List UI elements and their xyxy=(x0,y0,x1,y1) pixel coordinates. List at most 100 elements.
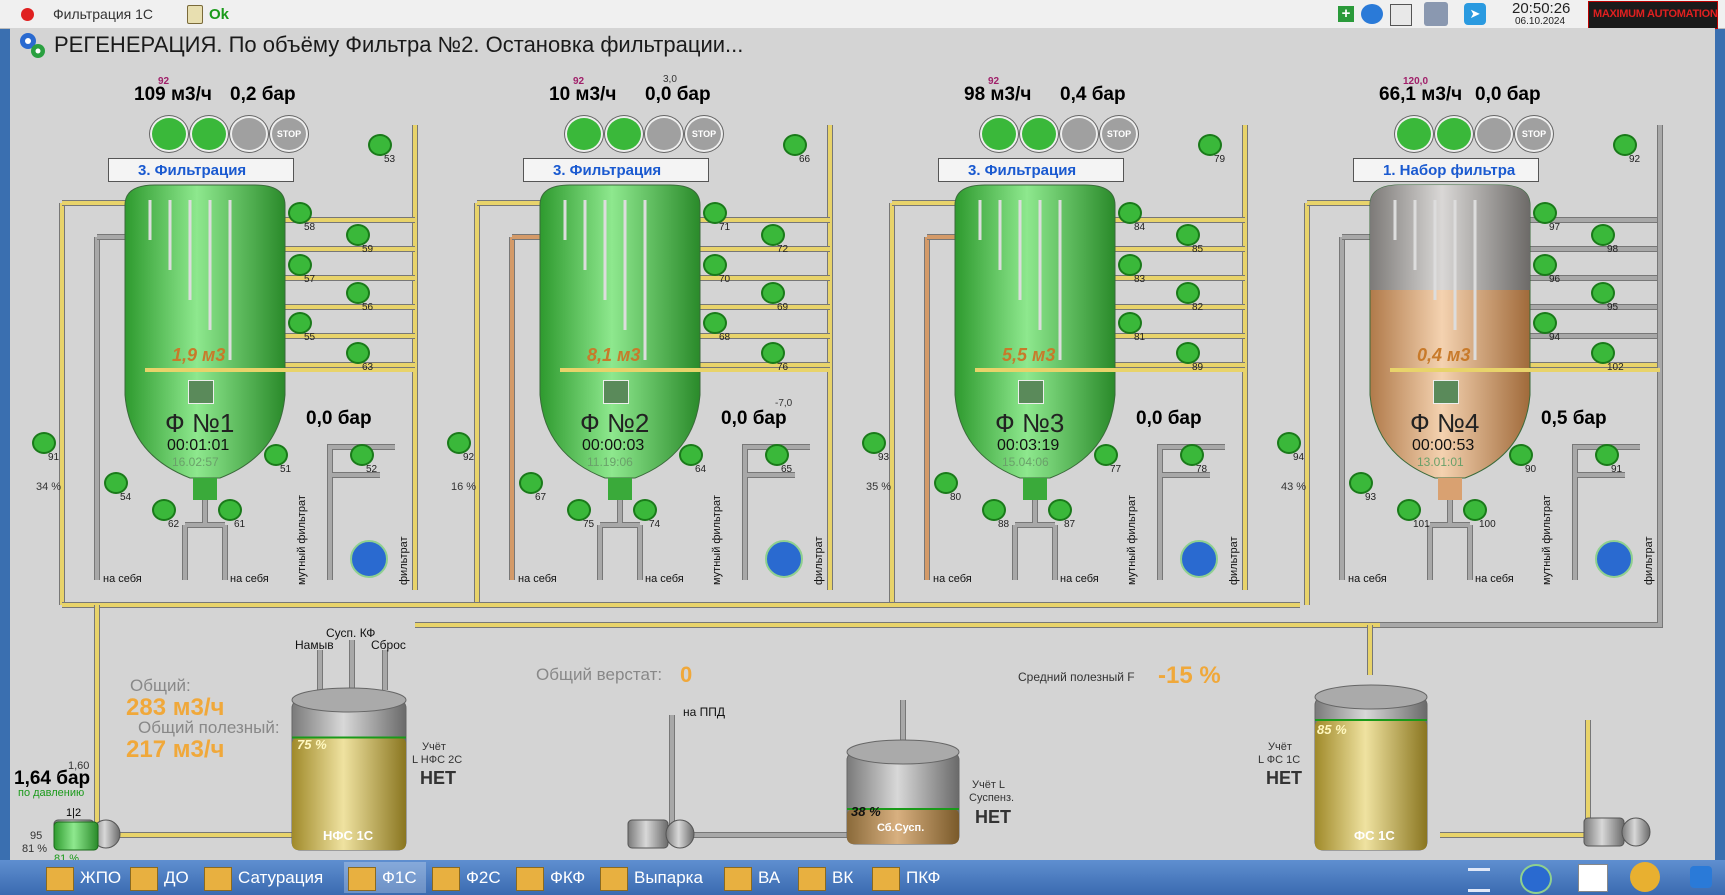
network-tray-icon[interactable] xyxy=(1690,866,1712,888)
valve-actuator-icon[interactable] xyxy=(346,224,370,246)
filter-settings-gear-icon[interactable] xyxy=(765,540,803,578)
valve-actuator-icon[interactable] xyxy=(1397,499,1421,521)
video-icon[interactable] xyxy=(1018,380,1044,404)
taskbar-item-3[interactable]: Сатурация xyxy=(200,862,342,893)
valve-actuator-icon[interactable] xyxy=(152,499,176,521)
valve-actuator-icon[interactable] xyxy=(1591,282,1615,304)
valve-actuator-icon[interactable] xyxy=(264,444,288,466)
valve-actuator-icon[interactable] xyxy=(1349,472,1373,494)
video-icon[interactable] xyxy=(1433,380,1459,404)
cooling-icon[interactable] xyxy=(605,116,643,152)
gauge-icon[interactable] xyxy=(1475,116,1513,152)
filter-settings-gear-icon[interactable] xyxy=(350,540,388,578)
valve-actuator-icon[interactable] xyxy=(703,312,727,334)
valve-actuator-icon[interactable] xyxy=(447,432,471,454)
valve-actuator-icon[interactable] xyxy=(783,134,807,156)
timer-icon[interactable] xyxy=(150,116,188,152)
stop-icon[interactable]: STOP xyxy=(1515,116,1553,152)
valve-actuator-icon[interactable] xyxy=(1176,282,1200,304)
user-icon[interactable] xyxy=(1424,2,1448,26)
cooling-icon[interactable] xyxy=(1020,116,1058,152)
valve-actuator-icon[interactable] xyxy=(1591,224,1615,246)
valve-actuator-icon[interactable] xyxy=(288,254,312,276)
valve-actuator-icon[interactable] xyxy=(1463,499,1487,521)
gauge-icon[interactable] xyxy=(1060,116,1098,152)
app-title: Фильтрация 1С xyxy=(53,6,154,22)
valve-actuator-icon[interactable] xyxy=(1613,134,1637,156)
valve-actuator-icon[interactable] xyxy=(1595,444,1619,466)
valve-actuator-icon[interactable] xyxy=(1198,134,1222,156)
taskbar-item-2[interactable]: ДО xyxy=(126,862,198,893)
valve-actuator-icon[interactable] xyxy=(765,444,789,466)
valve-actuator-icon[interactable] xyxy=(982,499,1006,521)
valve-actuator-icon[interactable] xyxy=(32,432,56,454)
add-icon[interactable]: + xyxy=(1338,6,1354,22)
taskbar-item-5[interactable]: Ф2С xyxy=(428,862,510,893)
chat-icon[interactable] xyxy=(1361,4,1383,24)
taskbar-item-8[interactable]: ВА xyxy=(720,862,792,893)
filter-settings-gear-icon[interactable] xyxy=(1180,540,1218,578)
gauge-icon[interactable] xyxy=(645,116,683,152)
valve-actuator-icon[interactable] xyxy=(761,224,785,246)
taskbar-item-7[interactable]: Выпарка xyxy=(596,862,718,893)
cooling-icon[interactable] xyxy=(1435,116,1473,152)
valve-actuator-icon[interactable] xyxy=(1094,444,1118,466)
valve-actuator-icon[interactable] xyxy=(1048,499,1072,521)
trend-chart-icon[interactable] xyxy=(1578,864,1608,892)
valve-actuator-icon[interactable] xyxy=(350,444,374,466)
valve-actuator-icon[interactable] xyxy=(1533,312,1557,334)
valve-actuator-icon[interactable] xyxy=(104,472,128,494)
valve-actuator-icon[interactable] xyxy=(288,202,312,224)
timer-icon[interactable] xyxy=(1395,116,1433,152)
flow-setpoint: 92 xyxy=(158,76,170,87)
valve-actuator-icon[interactable] xyxy=(368,134,392,156)
valve-actuator-icon[interactable] xyxy=(346,342,370,364)
valve-actuator-icon[interactable] xyxy=(1533,202,1557,224)
network-icon[interactable] xyxy=(1390,4,1412,26)
valve-actuator-icon[interactable] xyxy=(346,282,370,304)
engineer-icon[interactable] xyxy=(1630,862,1660,892)
valve-actuator-icon[interactable] xyxy=(1277,432,1301,454)
valve-actuator-icon[interactable] xyxy=(703,202,727,224)
video-icon[interactable] xyxy=(603,380,629,404)
taskbar-item-1[interactable]: ЖПО xyxy=(42,862,124,893)
valve-actuator-icon[interactable] xyxy=(567,499,591,521)
filter-settings-gear-icon[interactable] xyxy=(1595,540,1633,578)
taskbar-item-9[interactable]: ВК xyxy=(794,862,866,893)
timer-icon[interactable] xyxy=(565,116,603,152)
valve-actuator-icon[interactable] xyxy=(1176,342,1200,364)
valve-actuator-icon[interactable] xyxy=(761,282,785,304)
cooling-icon[interactable] xyxy=(190,116,228,152)
taskbar-item-4[interactable]: Ф1С xyxy=(344,862,426,893)
timer-icon[interactable] xyxy=(980,116,1018,152)
valve-actuator-icon[interactable] xyxy=(934,472,958,494)
gauge-icon[interactable] xyxy=(230,116,268,152)
video-icon[interactable] xyxy=(188,380,214,404)
valve-actuator-icon[interactable] xyxy=(761,342,785,364)
valve-actuator-icon[interactable] xyxy=(862,432,886,454)
valve-number: 53 xyxy=(384,154,396,165)
valve-actuator-icon[interactable] xyxy=(633,499,657,521)
telegram-icon[interactable]: ➤ xyxy=(1464,3,1486,25)
valve-actuator-icon[interactable] xyxy=(1509,444,1533,466)
valve-actuator-icon[interactable] xyxy=(1118,312,1142,334)
valve-actuator-icon[interactable] xyxy=(1591,342,1615,364)
valve-actuator-icon[interactable] xyxy=(218,499,242,521)
settings-gear-icon[interactable] xyxy=(17,30,47,60)
system-gear-icon[interactable] xyxy=(1520,864,1552,894)
stop-icon[interactable]: STOP xyxy=(1100,116,1138,152)
valve-actuator-icon[interactable] xyxy=(1176,224,1200,246)
valve-actuator-icon[interactable] xyxy=(679,444,703,466)
taskbar-item-6[interactable]: ФКФ xyxy=(512,862,594,893)
valve-actuator-icon[interactable] xyxy=(1118,202,1142,224)
stop-icon[interactable]: STOP xyxy=(270,116,308,152)
valve-actuator-icon[interactable] xyxy=(288,312,312,334)
valve-actuator-icon[interactable] xyxy=(1180,444,1204,466)
valve-actuator-icon[interactable] xyxy=(1118,254,1142,276)
stop-icon[interactable]: STOP xyxy=(685,116,723,152)
taskbar-item-10[interactable]: ПКФ xyxy=(868,862,950,893)
valve-actuator-icon[interactable] xyxy=(1533,254,1557,276)
valve-actuator-icon[interactable] xyxy=(703,254,727,276)
valve-actuator-icon[interactable] xyxy=(519,472,543,494)
menu-icon[interactable] xyxy=(1468,868,1490,892)
